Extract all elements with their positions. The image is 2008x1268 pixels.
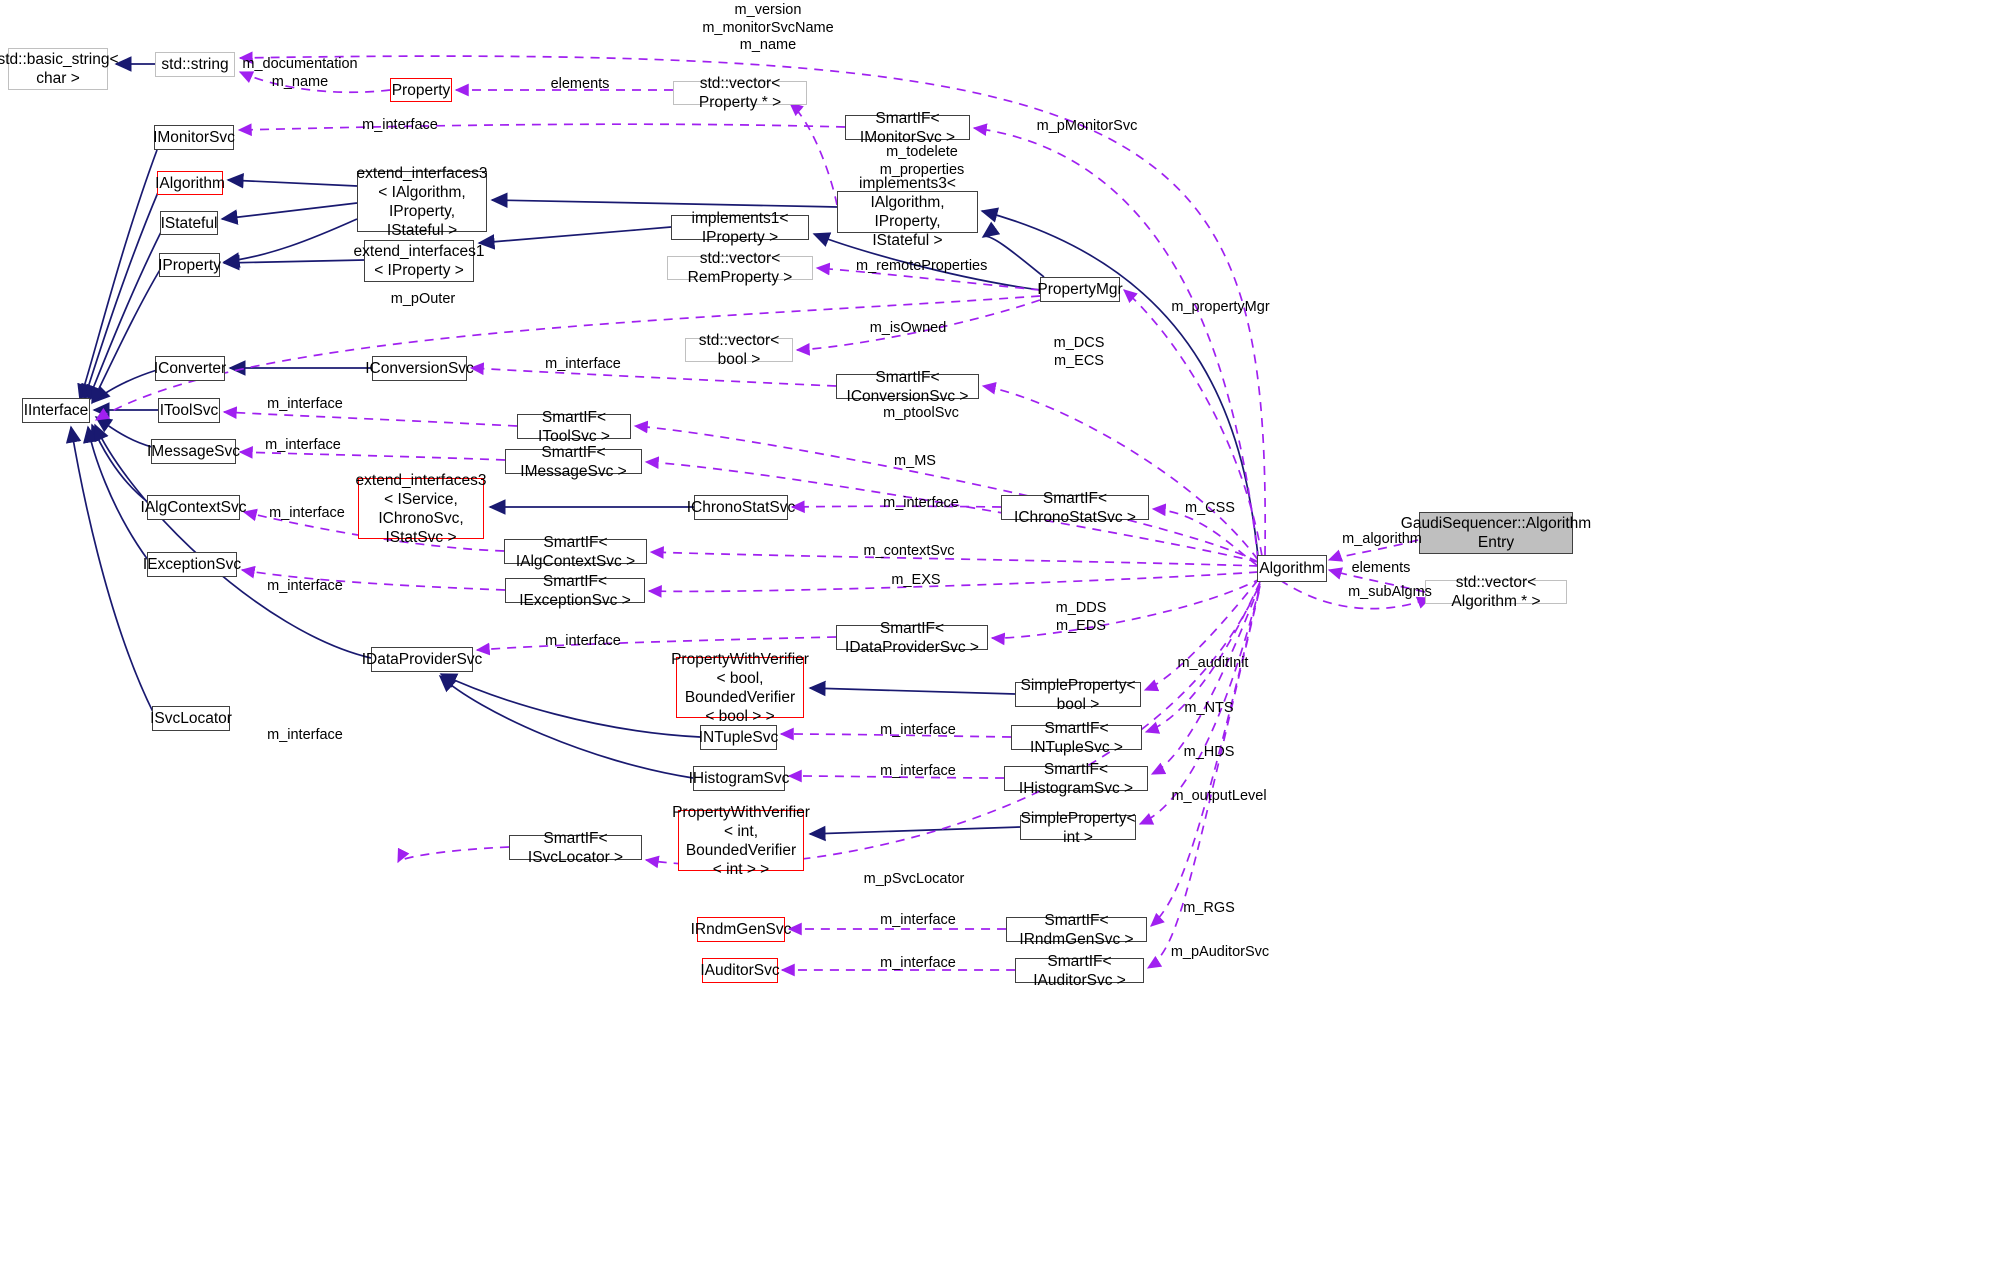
edge-label-propertymgr: m_propertyMgr xyxy=(1171,299,1270,315)
node-iinterface[interactable]: IInterface xyxy=(22,398,90,423)
node-smartif-irndmgensvc[interactable]: SmartIF< IRndmGenSvc > xyxy=(1006,912,1147,948)
edge-label-interface-chronostatsvc: m_interface xyxy=(883,495,959,511)
node-smartif-ialgcontextsvc[interactable]: SmartIF< IAlgContextSvc > xyxy=(504,534,647,570)
node-imessagesvc[interactable]: IMessageSvc xyxy=(147,439,240,464)
edge-label-auditinit: m_auditInit xyxy=(1177,655,1249,671)
node-itoolsvc[interactable]: IToolSvc xyxy=(158,398,220,423)
edge-label-interface-conversionsvc: m_interface xyxy=(545,356,621,372)
edge-label-interface-histogramsvc: m_interface xyxy=(880,763,956,779)
node-ihistogramsvc[interactable]: IHistogramSvc xyxy=(689,766,789,791)
edge-label-pouter: m_pOuter xyxy=(390,291,456,307)
node-smartif-iexceptionsvc[interactable]: SmartIF< IExceptionSvc > xyxy=(505,573,645,609)
edge-label-interface-ntuplesvc: m_interface xyxy=(880,722,956,738)
node-smartif-iconversionsvc[interactable]: SmartIF< IConversionSvc > xyxy=(836,369,979,405)
node-extend-interfaces3-ialgorithm[interactable]: extend_interfaces3 < IAlgorithm, IProper… xyxy=(356,164,488,239)
edge-label-ms: m_MS xyxy=(894,453,936,469)
edge-label-interface-algcontextsvc: m_interface xyxy=(269,505,345,521)
edge-label-pauditorsvc: m_pAuditorSvc xyxy=(1170,944,1270,960)
edge-label-psvclocator: m_pSvcLocator xyxy=(863,871,965,887)
node-implements3[interactable]: implements3< IAlgorithm, IProperty, ISta… xyxy=(837,175,978,249)
node-smartif-ichronostatsvc[interactable]: SmartIF< IChronoStatSvc > xyxy=(1001,490,1149,526)
edge-label-version-monitorsvcname-name: m_version m_monitorSvcName m_name xyxy=(702,2,834,53)
node-smartif-isvclocator[interactable]: SmartIF< ISvcLocator > xyxy=(509,830,642,866)
node-vector-bool[interactable]: std::vector< bool > xyxy=(685,332,793,368)
node-smartif-imonitorsvc[interactable]: SmartIF< IMonitorSvc > xyxy=(845,110,970,146)
node-extend-interfaces1-iproperty[interactable]: extend_interfaces1 < IProperty > xyxy=(354,240,485,282)
node-imonitorsvc[interactable]: IMonitorSvc xyxy=(153,125,235,150)
node-smartif-imessagesvc[interactable]: SmartIF< IMessageSvc > xyxy=(505,444,642,480)
node-ichronostatsvc[interactable]: IChronoStatSvc xyxy=(687,495,795,520)
edge-label-isowned: m_isOwned xyxy=(869,320,947,336)
node-iconversionsvc[interactable]: IConversionSvc xyxy=(365,356,474,381)
edge-label-interface-exceptionsvc: m_interface xyxy=(267,578,343,594)
edge-label-contextsvc: m_contextSvc xyxy=(863,543,955,559)
node-vector-property-ptr[interactable]: std::vector< Property * > xyxy=(673,75,807,111)
node-smartif-ihistogramsvc[interactable]: SmartIF< IHistogramSvc > xyxy=(1004,761,1148,797)
edge-label-interface-dataprovidersvc: m_interface xyxy=(545,633,621,649)
edge-label-elements-property: elements xyxy=(550,76,610,92)
edge-label-rgs: m_RGS xyxy=(1183,900,1235,916)
edge-label-pmonitorsvc: m_pMonitorSvc xyxy=(1036,118,1138,134)
node-simpleproperty-bool[interactable]: SimpleProperty< bool > xyxy=(1015,677,1141,713)
edge-label-css: m_CSS xyxy=(1185,500,1235,516)
node-irndmgensvc[interactable]: IRndmGenSvc xyxy=(691,917,791,942)
edge-label-nts: m_NTS xyxy=(1184,700,1234,716)
edge-label-dcs-ecs: m_DCS m_ECS xyxy=(1053,335,1105,369)
edge-label-ptoolsvc: m_ptoolSvc xyxy=(883,405,959,421)
node-iauditorsvc[interactable]: IAuditorSvc xyxy=(700,958,780,983)
node-vector-algorithm-ptr[interactable]: std::vector< Algorithm * > xyxy=(1425,574,1567,610)
node-smartif-intuplesvc[interactable]: SmartIF< INTupleSvc > xyxy=(1011,720,1142,756)
node-idataprovidersvc[interactable]: IDataProviderSvc xyxy=(362,647,482,672)
node-extend-interfaces3-iservice[interactable]: extend_interfaces3 < IService, IChronoSv… xyxy=(355,471,487,546)
edge-label-interface-rndmgensvc: m_interface xyxy=(880,912,956,928)
node-std-string[interactable]: std::string xyxy=(155,52,235,77)
edge-label-exs: m_EXS xyxy=(891,572,941,588)
node-implements1-iproperty[interactable]: implements1< IProperty > xyxy=(671,210,809,246)
node-vector-remproperty[interactable]: std::vector< RemProperty > xyxy=(667,250,813,286)
edge-label-interface-svclocator: m_interface xyxy=(267,727,343,743)
node-isvclocator[interactable]: ISvcLocator xyxy=(150,706,232,731)
edge-label-interface-monitorsvc: m_interface xyxy=(362,117,438,133)
node-iproperty[interactable]: IProperty xyxy=(158,253,221,277)
node-ialgcontextsvc[interactable]: IAlgContextSvc xyxy=(141,495,246,520)
node-intuplesvc[interactable]: INTupleSvc xyxy=(699,725,778,750)
edge-label-interface-messagesvc: m_interface xyxy=(265,437,341,453)
edge-label-interface-auditorsvc: m_interface xyxy=(880,955,956,971)
node-iexceptionsvc[interactable]: IExceptionSvc xyxy=(143,552,241,577)
edge-label-documentation-name: m_documentation m_name xyxy=(242,56,358,90)
node-propertymgr[interactable]: PropertyMgr xyxy=(1037,277,1123,302)
edge-label-subalgms: m_subAlgms xyxy=(1348,584,1432,600)
node-property[interactable]: Property xyxy=(390,78,452,102)
node-algorithm[interactable]: Algorithm xyxy=(1257,555,1327,582)
edge-label-remoteproperties: m_remoteProperties xyxy=(856,258,988,274)
node-smartif-iauditorsvc[interactable]: SmartIF< IAuditorSvc > xyxy=(1015,953,1144,989)
node-smartif-itoolsvc[interactable]: SmartIF< IToolSvc > xyxy=(517,409,631,445)
edge-label-dds-eds: m_DDS m_EDS xyxy=(1055,600,1107,634)
node-ialgorithm[interactable]: IAlgorithm xyxy=(155,171,225,195)
node-simpleproperty-int[interactable]: SimpleProperty< int > xyxy=(1020,809,1136,846)
edge-label-interface-toolsvc: m_interface xyxy=(267,396,343,412)
node-iconverter[interactable]: IConverter xyxy=(154,356,226,381)
node-istateful[interactable]: IStateful xyxy=(160,211,218,235)
node-propertywithverifier-bool[interactable]: PropertyWithVerifier < bool, BoundedVeri… xyxy=(671,650,809,725)
node-std-basic-string[interactable]: std::basic_string< char > xyxy=(0,48,119,90)
node-gaudisequencer-algorithmentry[interactable]: GaudiSequencer::Algorithm Entry xyxy=(1401,512,1591,554)
node-propertywithverifier-int[interactable]: PropertyWithVerifier < int, BoundedVerif… xyxy=(672,803,810,878)
edge-label-outputlevel: m_outputLevel xyxy=(1171,788,1267,804)
edge-label-elements-algorithm: elements xyxy=(1351,560,1411,576)
edge-label-hds: m_HDS xyxy=(1183,744,1235,760)
node-smartif-idataprovidersvc[interactable]: SmartIF< IDataProviderSvc > xyxy=(836,620,988,656)
